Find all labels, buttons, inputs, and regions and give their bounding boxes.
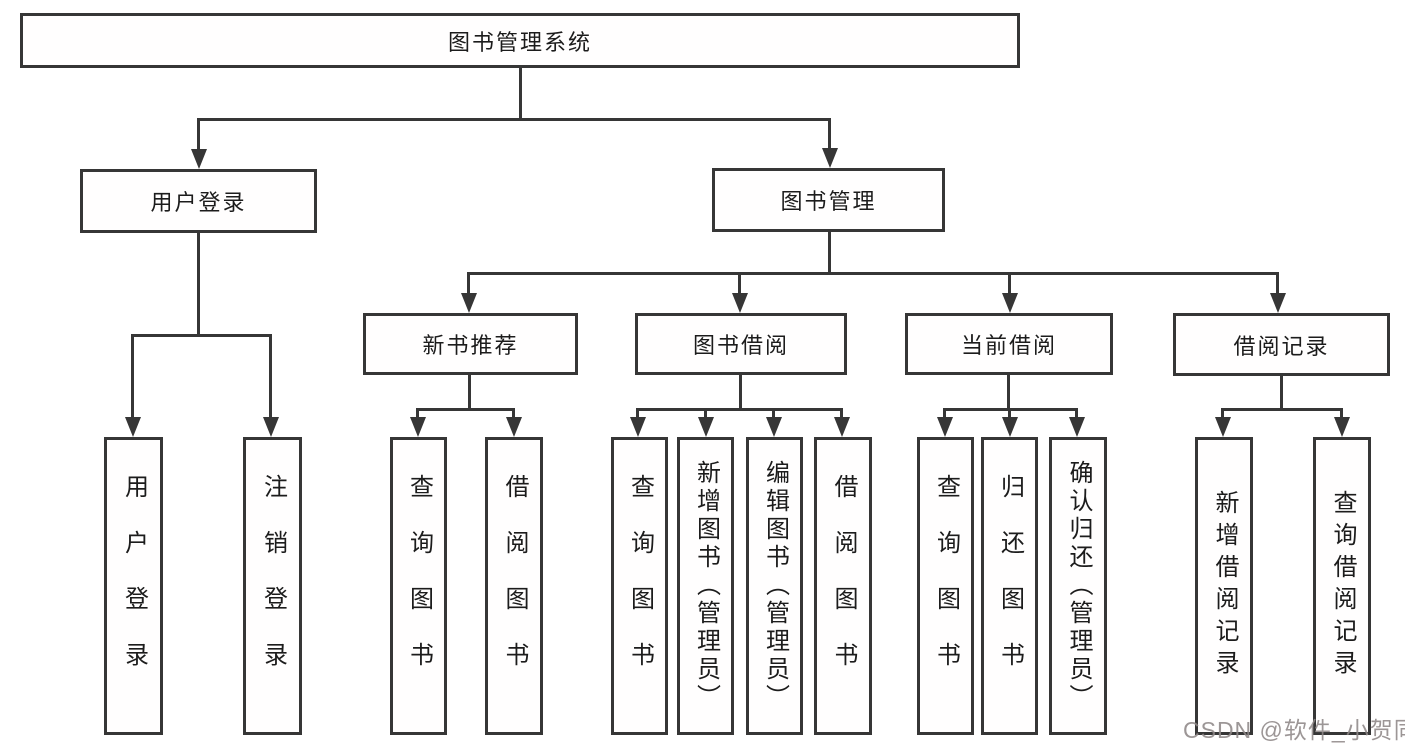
arrowhead-g5-leaf2 <box>1334 417 1350 437</box>
arrowhead-g4-leaf3 <box>1069 417 1085 437</box>
connector-drop-book-borrow <box>738 272 741 296</box>
node-book-management: 图书管理 <box>712 168 945 232</box>
connector-bookmgmt-hline <box>467 272 1278 275</box>
connector-drop-current-borrow <box>1008 272 1011 296</box>
connector-drop-borrow-records <box>1276 272 1279 296</box>
node-borrow-records: 借阅记录 <box>1173 313 1390 376</box>
connector-g5-hline <box>1221 408 1342 411</box>
arrowhead-g4-leaf1 <box>937 417 953 437</box>
connector-g4-drop2 <box>1008 408 1011 421</box>
connector-g5-stub <box>1280 376 1283 408</box>
connector-drop-new-recommend <box>467 272 470 296</box>
connector-g3-drop2 <box>704 408 707 421</box>
leaf-newbooks-borrow: 借阅图书 <box>485 437 543 735</box>
connector-g3-hline <box>636 408 843 411</box>
connector-drop-user-login <box>197 118 200 152</box>
leaf-borrow-book: 借阅图书 <box>814 437 872 735</box>
arrowhead-g3-leaf2 <box>698 417 714 437</box>
connector-g5-drop2 <box>1340 408 1343 421</box>
arrowhead-book-management <box>822 148 838 168</box>
connector-g2-stub <box>468 375 471 408</box>
connector-drop-leaf-login <box>131 334 134 420</box>
arrowhead-g3-leaf3 <box>766 417 782 437</box>
connector-g5-drop1 <box>1221 408 1224 421</box>
arrowhead-book-borrow <box>732 293 748 313</box>
connector-g3-drop1 <box>636 408 639 421</box>
csdn-watermark: CSDN @软件_小贺同学 <box>1183 717 1405 743</box>
connector-root-hline <box>198 118 831 121</box>
connector-g3-drop4 <box>840 408 843 421</box>
leaf-logout: 注销登录 <box>243 437 302 735</box>
leaf-borrow-edit-admin: 编辑图书（管理员） <box>746 437 803 735</box>
connector-root-stub <box>519 68 522 118</box>
arrowhead-user-login <box>191 149 207 169</box>
arrowhead-g2-leaf2 <box>506 417 522 437</box>
connector-g4-stub <box>1007 375 1010 408</box>
leaf-current-query: 查询图书 <box>917 437 974 735</box>
connector-g2-drop1 <box>416 408 419 421</box>
leaf-records-add: 新增借阅记录 <box>1195 437 1253 735</box>
arrowhead-g5-leaf1 <box>1215 417 1231 437</box>
node-root-library-system: 图书管理系统 <box>20 13 1020 68</box>
arrowhead-g2-leaf1 <box>410 417 426 437</box>
connector-g2-drop2 <box>512 408 515 421</box>
leaf-records-query: 查询借阅记录 <box>1313 437 1371 735</box>
node-new-book-recommend: 新书推荐 <box>363 313 578 375</box>
arrowhead-g3-leaf1 <box>630 417 646 437</box>
arrowhead-leaf-logout <box>263 417 279 437</box>
connector-g4-drop3 <box>1075 408 1078 421</box>
arrowhead-leaf-login <box>125 417 141 437</box>
leaf-user-login: 用户登录 <box>104 437 163 735</box>
connector-drop-book-management <box>828 118 831 151</box>
arrowhead-g4-leaf2 <box>1002 417 1018 437</box>
node-user-login: 用户登录 <box>80 169 317 233</box>
connector-userlogin-hline <box>132 334 272 337</box>
connector-g4-drop1 <box>943 408 946 421</box>
connector-drop-leaf-logout <box>269 334 272 420</box>
arrowhead-g3-leaf4 <box>834 417 850 437</box>
connector-g3-stub <box>739 375 742 408</box>
leaf-newbooks-query: 查询图书 <box>390 437 447 735</box>
connector-userlogin-stub <box>197 233 200 334</box>
arrowhead-new-recommend <box>461 293 477 313</box>
leaf-borrow-add-admin: 新增图书（管理员） <box>677 437 734 735</box>
connector-bookmgmt-stub <box>828 232 831 272</box>
arrowhead-current-borrow <box>1002 293 1018 313</box>
node-current-borrow: 当前借阅 <box>905 313 1113 375</box>
connector-g3-drop3 <box>772 408 775 421</box>
leaf-current-confirm-return-admin: 确认归还（管理员） <box>1049 437 1107 735</box>
leaf-current-return: 归还图书 <box>981 437 1038 735</box>
connector-g2-hline <box>416 408 515 411</box>
leaf-borrow-query: 查询图书 <box>611 437 668 735</box>
node-book-borrow: 图书借阅 <box>635 313 847 375</box>
arrowhead-borrow-records <box>1270 293 1286 313</box>
